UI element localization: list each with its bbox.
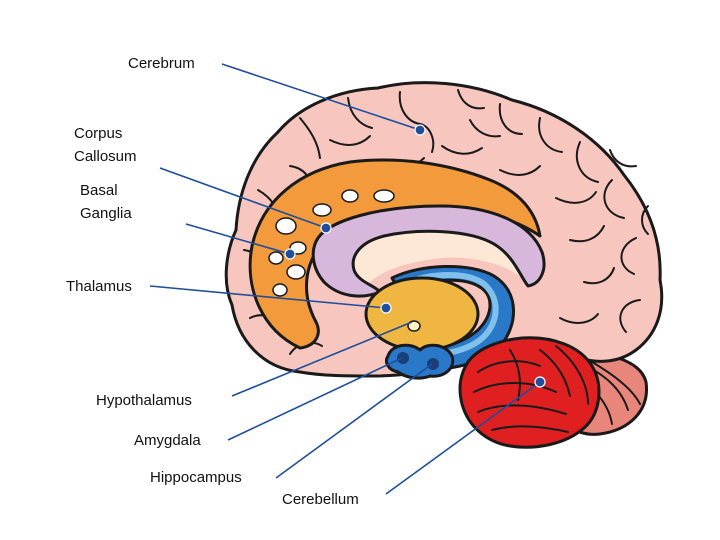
label-cerebellum: Cerebellum xyxy=(282,491,359,508)
label-basal-ganglia-line1: Basal xyxy=(80,182,118,199)
cerebellum-folds xyxy=(473,345,589,433)
leader-hippocampus xyxy=(275,363,433,479)
leader-lines xyxy=(149,63,541,495)
corpus-callosum xyxy=(311,204,546,298)
thalamus-nucleus xyxy=(407,320,421,332)
leader-hypothalamus xyxy=(231,321,413,397)
cerebellum xyxy=(458,336,601,449)
basal-ganglia-holes xyxy=(268,189,395,297)
label-cerebrum: Cerebrum xyxy=(128,55,195,72)
fornix xyxy=(401,272,499,358)
leader-cerebellum xyxy=(385,381,541,495)
label-amygdala: Amygdala xyxy=(134,432,201,449)
leader-endpoints xyxy=(284,124,546,388)
label-corpus-callosum-line2: Callosum xyxy=(74,148,137,165)
leader-amygdala xyxy=(227,357,403,441)
label-corpus-callosum-line1: Corpus xyxy=(74,125,122,142)
leader-thalamus xyxy=(149,285,387,309)
thalamus xyxy=(364,276,480,352)
ventricle xyxy=(347,225,521,286)
leader-cerebrum xyxy=(221,63,421,131)
leader-corpus-callosum xyxy=(159,167,327,229)
label-hippocampus: Hippocampus xyxy=(150,469,242,486)
cerebrum-folds xyxy=(243,89,649,355)
label-basal-ganglia-line2: Ganglia xyxy=(80,205,132,222)
label-hypothalamus: Hypothalamus xyxy=(96,392,192,409)
leader-basal-ganglia xyxy=(185,223,291,255)
hippocampus-node xyxy=(427,358,439,370)
label-thalamus: Thalamus xyxy=(66,278,132,295)
amygdala-node xyxy=(397,352,409,364)
